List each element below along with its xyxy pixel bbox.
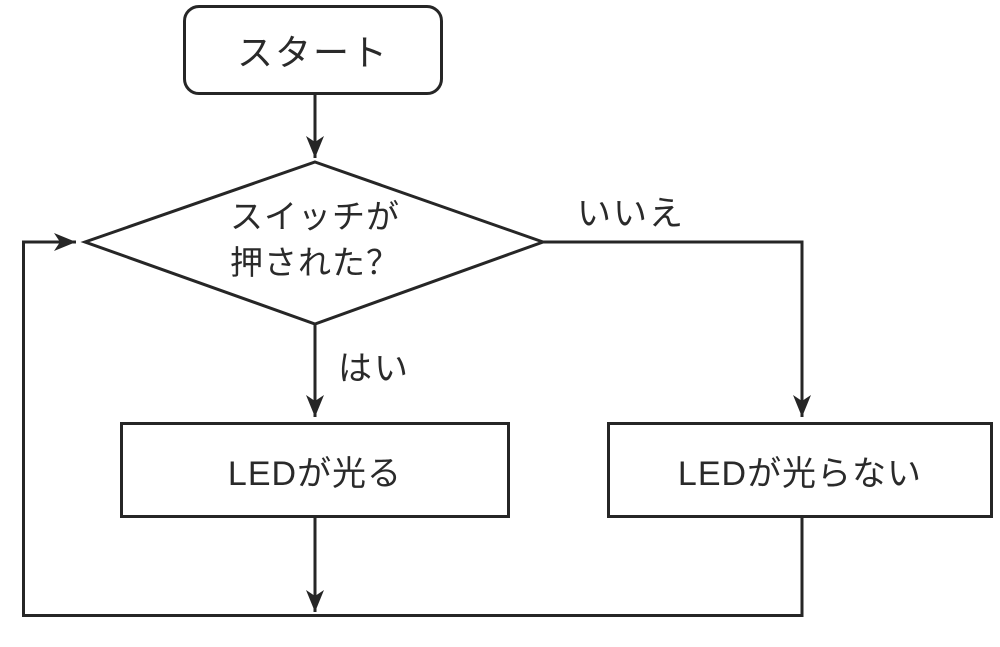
node-led-off-label: LEDが光らない [677,454,923,493]
node-start-label: スタート [236,32,389,73]
node-start: スタート [183,5,443,95]
edge-label-no: いいえ [577,195,685,233]
decision-label-line2: 押された？ [230,244,400,281]
decision-label-line1: スイッチが [230,198,400,235]
edge-label-yes: はい [338,350,410,388]
node-led-off: LEDが光らない [607,422,993,518]
node-led-on: LEDが光る [120,422,510,518]
edge-loop-back-to-decision [22,233,804,617]
node-decision-label: スイッチが 押された？ [165,194,465,286]
edge-decision-no-to-led-off [543,240,811,417]
node-led-on-label: LEDが光る [227,454,403,493]
